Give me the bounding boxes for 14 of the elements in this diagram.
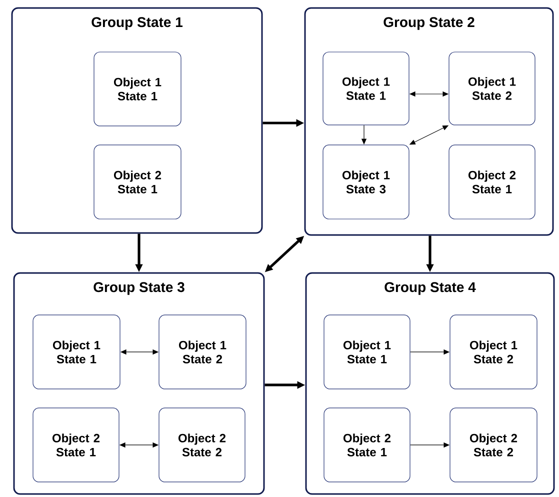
state-box: Object 2 State 2 bbox=[158, 408, 246, 482]
state-box: Object 1 State 1 bbox=[322, 52, 410, 126]
state-box: Object 1 State 2 bbox=[448, 52, 536, 126]
state-box: Object 1 State 2 bbox=[158, 314, 246, 390]
state-box: Object 1 State 1 bbox=[32, 314, 120, 390]
state-box: Object 2 State 1 bbox=[32, 408, 120, 482]
state-box: Object 2 State 1 bbox=[448, 144, 536, 220]
state-box: Object 1 State 3 bbox=[322, 144, 410, 220]
state-box: Object 1 State 2 bbox=[450, 314, 538, 390]
state-box: Object 2 State 1 bbox=[324, 408, 410, 482]
state-box: Object 1 State 1 bbox=[94, 52, 182, 126]
state-box: Object 2 State 1 bbox=[94, 144, 182, 220]
state-box: Object 2 State 2 bbox=[450, 408, 538, 482]
state-box: Object 1 State 1 bbox=[324, 314, 410, 390]
